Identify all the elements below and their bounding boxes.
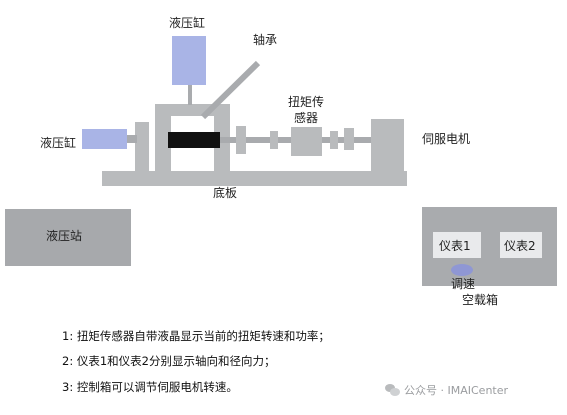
label-torque-sensor-line2: 感器 (294, 111, 319, 125)
hydraulic-station (5, 209, 131, 266)
wechat-icon (385, 384, 400, 396)
bearing-frame-left-post (155, 104, 171, 172)
label-meter2: 仪表2 (504, 239, 536, 253)
label-servo-motor: 伺服电机 (422, 132, 471, 146)
label-cylinder-left: 液压缸 (40, 136, 77, 150)
label-bearing: 轴承 (253, 33, 278, 47)
meter2-display (500, 232, 542, 258)
watermark-text: 公众号 · IMAICenter (404, 384, 509, 397)
label-hydraulic-station: 液压站 (46, 229, 83, 243)
label-meter1: 仪表1 (439, 239, 471, 253)
coupling-left (236, 126, 246, 154)
label-base-plate: 底板 (213, 186, 238, 200)
coupling-mid-left (270, 131, 278, 149)
bearing-leader-line (200, 60, 261, 120)
watermark: 公众号 · IMAICenter (385, 381, 508, 399)
label-control-box: 空载箱 (462, 293, 499, 307)
bearing-shaft (168, 132, 220, 148)
coupling-right (344, 128, 354, 150)
label-cylinder-top: 液压缸 (169, 16, 206, 30)
hydraulic-cylinder-top (172, 36, 206, 85)
label-torque-sensor-line1: 扭矩传 (288, 95, 325, 109)
speed-knob[interactable] (451, 264, 473, 276)
servo-motor (371, 119, 404, 171)
note-3: 3: 控制箱可以调节伺服电机转速。 (62, 380, 238, 394)
note-1: 1: 扭矩传感器自带液晶显示当前的扭矩转速和功率； (62, 329, 330, 343)
cylinder-left-rod (127, 135, 137, 143)
torque-sensor (291, 127, 322, 156)
coupling-mid-right (330, 131, 338, 149)
hydraulic-cylinder-left (82, 129, 127, 149)
meter1-display (433, 232, 481, 258)
base-plate (102, 171, 407, 186)
left-support-post (135, 122, 149, 172)
cylinder-top-rod (188, 85, 192, 105)
label-adjust: 调速 (451, 277, 476, 291)
note-2: 2: 仪表1和仪表2分别显示轴向和径向力； (62, 354, 276, 368)
